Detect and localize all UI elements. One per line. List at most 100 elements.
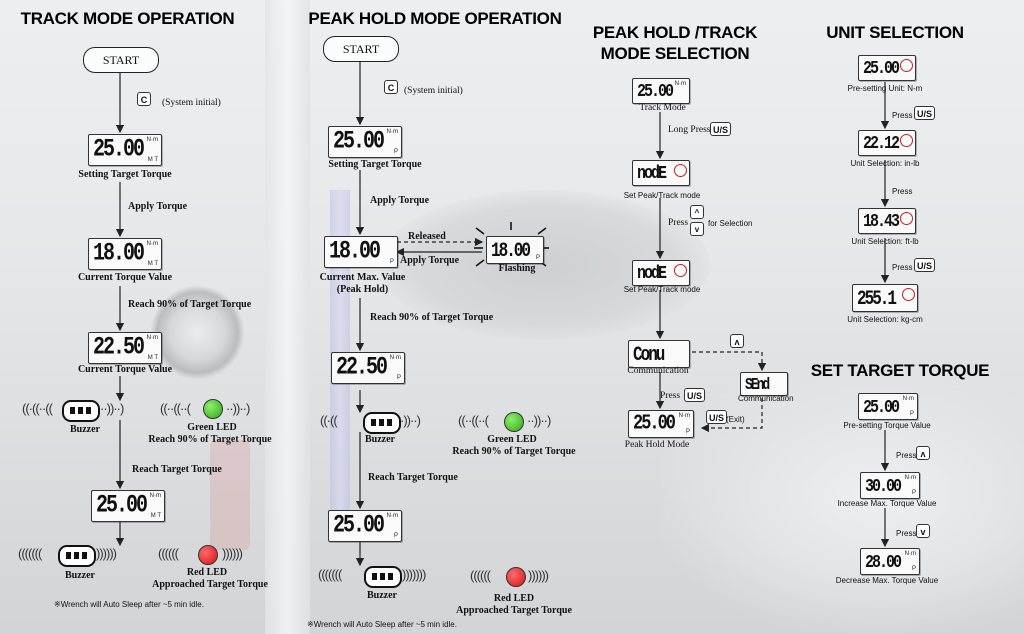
peak-red-led xyxy=(506,567,526,587)
track-green-led xyxy=(203,399,223,419)
track-buzzer-label: Buzzer xyxy=(70,424,100,435)
target-label-increase: Increase Max. Torque Value xyxy=(837,499,937,508)
mode-lcd-track: 25.00 N·m xyxy=(632,78,690,104)
unit-lcd-ft-lb: 18.43 xyxy=(858,208,916,234)
unit-label-nm: Pre-setting Unit: N-m xyxy=(847,84,923,93)
mode-label-set-mode-1: Set Peak/Track mode xyxy=(623,191,701,200)
unit-press-2: Press xyxy=(892,187,913,196)
heading-set-target-torque: SET TARGET TORQUE xyxy=(810,361,990,380)
peak-label-current-max: Current Max. Value xyxy=(319,272,406,283)
peak-lcd-flashing: 18.00 P xyxy=(486,236,544,264)
peak-led-waves-right: ··))··) xyxy=(527,413,551,428)
peak-buzzer2-icon xyxy=(364,566,402,588)
peak-buzzer2-label: Buzzer xyxy=(367,590,397,601)
mode-exit-label: (Exit) xyxy=(726,415,745,424)
heading-track-mode: TRACK MODE OPERATION xyxy=(20,9,235,28)
peak-apply-torque-2: Apply Torque xyxy=(400,255,460,266)
mode-press: Press xyxy=(668,218,689,228)
peak-red-led-waves-right: )))))) xyxy=(528,568,549,583)
target-press-2: Press xyxy=(896,529,917,538)
peak-green-led xyxy=(504,412,524,432)
mode-lcd-send: SEnd xyxy=(740,372,788,396)
heading-peak-hold-mode: PEAK HOLD MODE OPERATION xyxy=(308,9,562,28)
track-buzzer2-waves: ((((((( xyxy=(18,546,42,561)
unit-lcd-in-lb: 22.12 xyxy=(858,130,916,156)
track-buzzer2-icon xyxy=(58,545,96,567)
track-system-initial: (System initial) xyxy=(162,98,221,108)
peak-sleep-note: ※Wrench will Auto Sleep after ~5 min idl… xyxy=(307,620,457,629)
peak-red-led-waves: (((((( xyxy=(470,568,491,583)
peak-red-reach: Approached Target Torque xyxy=(456,605,572,616)
mode-label-send-communication: Communication xyxy=(738,394,794,403)
target-key-down: v xyxy=(916,524,930,538)
heading-mode-selection-1: PEAK HOLD /TRACK xyxy=(592,23,758,42)
mode-key-us-exit: U/S xyxy=(706,410,728,424)
target-key-up: ʌ xyxy=(916,446,930,460)
mode-lcd-communication: Conu xyxy=(628,340,690,368)
peak-reach-target: Reach Target Torque xyxy=(368,472,458,483)
peak-label-peak-hold: (Peak Hold) xyxy=(336,284,389,295)
track-buzzer-icon xyxy=(62,400,100,422)
peak-buzzer-waves-right: ·))··) xyxy=(400,413,421,428)
mode-key-up: ^ xyxy=(690,205,704,219)
track-apply-torque: Apply Torque xyxy=(128,201,188,212)
mode-key-up-comm: ʌ xyxy=(730,334,744,348)
unit-lcd-nm: 25.00 xyxy=(858,55,916,81)
peak-buzzer2-waves-right: ))))))) xyxy=(402,567,426,582)
unit-press-3: Press xyxy=(892,263,913,272)
mode-label-track: Track Mode xyxy=(639,103,686,113)
mode-label-peak-hold: Peak Hold Mode xyxy=(624,440,690,450)
track-label-setting: Setting Target Torque xyxy=(78,169,172,180)
track-label-current: Current Torque Value xyxy=(77,272,173,283)
mode-key-down: v xyxy=(690,222,704,236)
unit-label-kg-cm: Unit Selection: kg-cm xyxy=(847,315,923,324)
mode-long-press: Long Press xyxy=(668,125,711,135)
peak-buzzer-waves: ((·(( xyxy=(320,413,338,428)
mode-lcd-mode-1: nodE xyxy=(632,160,690,186)
track-red-led-waves-right: )))))) xyxy=(222,546,243,561)
track-buzzer2-waves-right: )))))) xyxy=(96,546,117,561)
track-key-c: C xyxy=(137,92,151,106)
track-sleep-note: ※Wrench will Auto Sleep after ~5 min idl… xyxy=(54,600,204,609)
mode-label-communication: Communication xyxy=(627,366,689,376)
mode-key-us-2: U/S xyxy=(684,388,706,402)
mode-label-set-mode-2: Set Peak/Track mode xyxy=(623,285,701,294)
peak-system-initial: (System initial) xyxy=(404,86,463,96)
peak-label-setting: Setting Target Torque xyxy=(328,159,422,170)
unit-lcd-kg-cm: 255.1 xyxy=(852,284,918,312)
mode-key-us: U/S xyxy=(710,122,732,136)
peak-released: Released xyxy=(408,231,446,242)
background-wheel xyxy=(150,285,245,380)
track-green-led-label: Green LED xyxy=(187,422,237,433)
heading-unit-selection: UNIT SELECTION xyxy=(826,23,964,42)
unit-key-us-3: U/S xyxy=(914,258,936,272)
track-red-reach: Approached Target Torque xyxy=(152,579,268,590)
flash-rays xyxy=(474,222,549,267)
background-red-cabinet xyxy=(210,440,250,550)
background-lift xyxy=(330,190,350,510)
peak-green-reach: Reach 90% of Target Torque xyxy=(452,446,576,457)
peak-buzzer2-waves: ((((((( xyxy=(318,567,342,582)
background-car-front xyxy=(660,360,1024,634)
mode-for-selection: for Selection xyxy=(708,219,753,228)
peak-key-c: C xyxy=(384,80,398,94)
peak-red-led-label: Red LED xyxy=(493,593,535,604)
peak-apply-torque: Apply Torque xyxy=(370,195,430,206)
unit-key-us-1: U/S xyxy=(914,106,936,120)
track-red-led xyxy=(198,545,218,565)
peak-green-led-label: Green LED xyxy=(487,434,537,445)
track-buzzer-waves-right: ··))··) xyxy=(100,401,124,416)
peak-flashing-label: Flashing xyxy=(498,263,536,274)
track-red-led-label: Red LED xyxy=(186,567,228,578)
track-led-waves-right: ··))··) xyxy=(226,401,250,416)
peak-led-waves: ((··((··( xyxy=(458,413,489,428)
unit-press-1: Press xyxy=(892,111,913,120)
heading-mode-selection-2: MODE SELECTION xyxy=(600,44,750,63)
